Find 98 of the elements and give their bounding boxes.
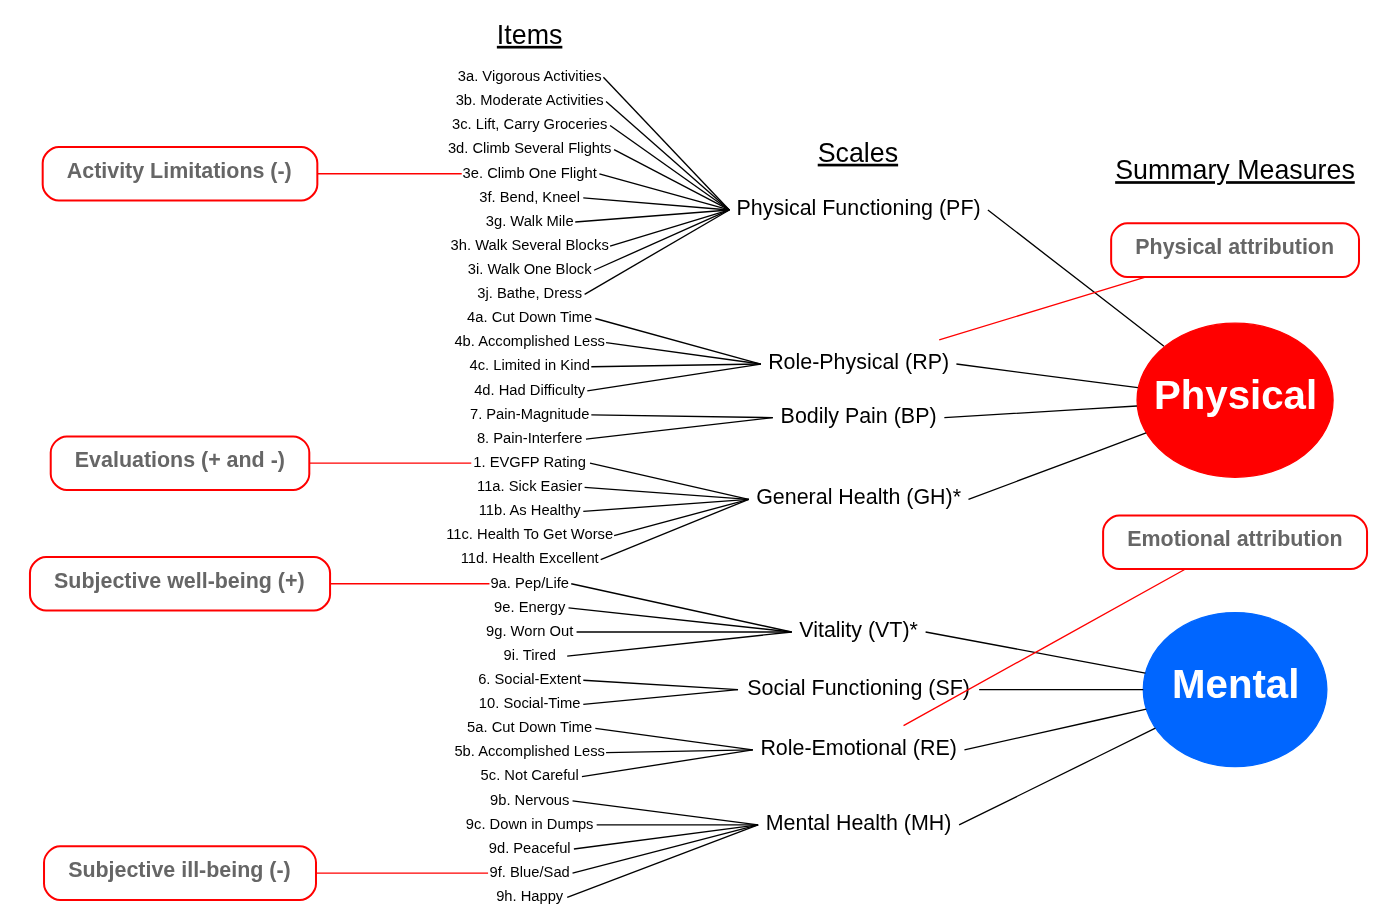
connector xyxy=(314,872,489,874)
node-text: 5b. Accomplished Less xyxy=(453,742,605,759)
node-text: Social Functioning (SF) xyxy=(746,675,970,700)
node-text: 3j. Bathe, Dress xyxy=(476,284,582,301)
node-text: 9e. Energy xyxy=(493,598,565,615)
connector xyxy=(608,208,730,247)
node-text: 3a. Vigorous Activities xyxy=(457,67,602,84)
connector xyxy=(602,76,730,211)
connector xyxy=(580,748,753,777)
connector xyxy=(967,431,1147,500)
node-text: 3b. Moderate Activities xyxy=(455,91,604,108)
connector xyxy=(566,630,792,657)
connector xyxy=(571,823,759,874)
node-text: 3e. Climb One Flight xyxy=(462,164,597,181)
connector xyxy=(955,362,1139,388)
node-box: Physical attribution xyxy=(1109,221,1360,278)
node-text: Bodily Pain (BP) xyxy=(780,403,937,428)
connector xyxy=(938,275,1146,341)
node-box: Evaluations (+ and -) xyxy=(49,434,310,491)
node-text: 9a. Pep/Life xyxy=(489,574,569,591)
connector xyxy=(594,727,753,751)
node-text: Role-Emotional (RE) xyxy=(759,735,957,760)
node-text: Mental Health (MH) xyxy=(765,810,951,835)
connector xyxy=(566,823,759,898)
connector xyxy=(588,462,749,500)
node-text: 3g. Walk Mile xyxy=(485,212,574,229)
connector xyxy=(583,486,749,500)
connector xyxy=(957,727,1156,826)
connector xyxy=(594,317,761,365)
node-text: 9g. Worn Out xyxy=(485,622,573,639)
node-text: 4c. Limited in Kind xyxy=(469,356,590,373)
node-text: 3f. Bend, Kneel xyxy=(478,188,580,205)
connector xyxy=(586,362,761,391)
node-text: 9c. Down in Dumps xyxy=(465,815,593,832)
node-text: 9f. Blue/Sad xyxy=(489,863,570,880)
connector xyxy=(978,688,1144,690)
node-text: Physical Functioning (PF) xyxy=(736,195,981,220)
label: Scales xyxy=(817,137,898,168)
connector xyxy=(582,688,739,705)
connector xyxy=(943,404,1138,418)
node-text: 3i. Walk One Block xyxy=(467,260,592,277)
node-text: 5c. Not Careful xyxy=(480,766,579,783)
connector xyxy=(583,208,730,295)
connector xyxy=(571,799,759,826)
connector xyxy=(986,208,1165,347)
connector xyxy=(608,124,730,211)
connector xyxy=(584,416,774,440)
node-text: 3c. Lift, Carry Groceries xyxy=(451,115,607,132)
node-text: 9b. Nervous xyxy=(489,791,569,808)
node-text: 9d. Peaceful xyxy=(488,839,571,856)
node-ellipse: Mental xyxy=(1142,611,1327,767)
node-text: 9h. Happy xyxy=(495,887,563,904)
connector xyxy=(570,582,792,633)
node-text: 11d. Health Excellent xyxy=(460,549,599,566)
node-box: Activity Limitations (-) xyxy=(41,145,318,202)
connector xyxy=(572,823,759,850)
node-text: 11a. Sick Easier xyxy=(476,477,582,494)
node-ellipse: Physical xyxy=(1135,322,1334,478)
node-text: 8. Pain-Interfere xyxy=(476,429,582,446)
node-text: 11b. As Healthy xyxy=(478,501,581,518)
connector xyxy=(612,498,749,536)
connector xyxy=(316,172,462,174)
node-box: Subjective ill-being (-) xyxy=(42,844,317,901)
node-text: Vitality (VT)* xyxy=(798,617,918,642)
label: Items xyxy=(496,19,562,50)
connector xyxy=(924,630,1146,674)
connector xyxy=(595,823,759,826)
node-text: 3h. Walk Several Blocks xyxy=(450,236,609,253)
node-box: Emotional attribution xyxy=(1101,513,1368,570)
connector xyxy=(590,362,761,367)
connector xyxy=(575,630,792,633)
node-text: 10. Social-Time xyxy=(478,694,581,711)
connector xyxy=(308,462,472,464)
connector xyxy=(582,498,749,512)
node-text: 3d. Climb Several Flights xyxy=(447,139,611,156)
connector xyxy=(604,100,730,211)
node-text: 5a. Cut Down Time xyxy=(466,718,592,735)
node-text: 4d. Had Difficulty xyxy=(473,381,585,398)
connector xyxy=(592,208,730,271)
label: Summary Measures xyxy=(1114,154,1355,185)
connector xyxy=(963,708,1147,751)
connector xyxy=(329,582,490,584)
connector xyxy=(612,148,730,211)
node-text: 11c. Health To Get Worse xyxy=(445,525,613,542)
connector xyxy=(902,568,1186,726)
node-text: 4a. Cut Down Time xyxy=(466,308,592,325)
node-text: 6. Social-Extent xyxy=(477,670,581,687)
node-text: 7. Pain-Magnitude xyxy=(469,405,589,422)
node-text: 9i. Tired xyxy=(503,646,556,663)
node-text: 1. EVGFP Rating xyxy=(472,453,586,470)
node-box: Subjective well-being (+) xyxy=(28,555,331,612)
connector xyxy=(567,606,792,633)
connector xyxy=(574,208,730,223)
node-text: General Health (GH)* xyxy=(755,484,961,509)
node-text: Role-Physical (RP) xyxy=(767,349,949,374)
connector xyxy=(604,748,753,753)
node-text: 4b. Accomplished Less xyxy=(453,332,605,349)
connector xyxy=(599,498,749,560)
